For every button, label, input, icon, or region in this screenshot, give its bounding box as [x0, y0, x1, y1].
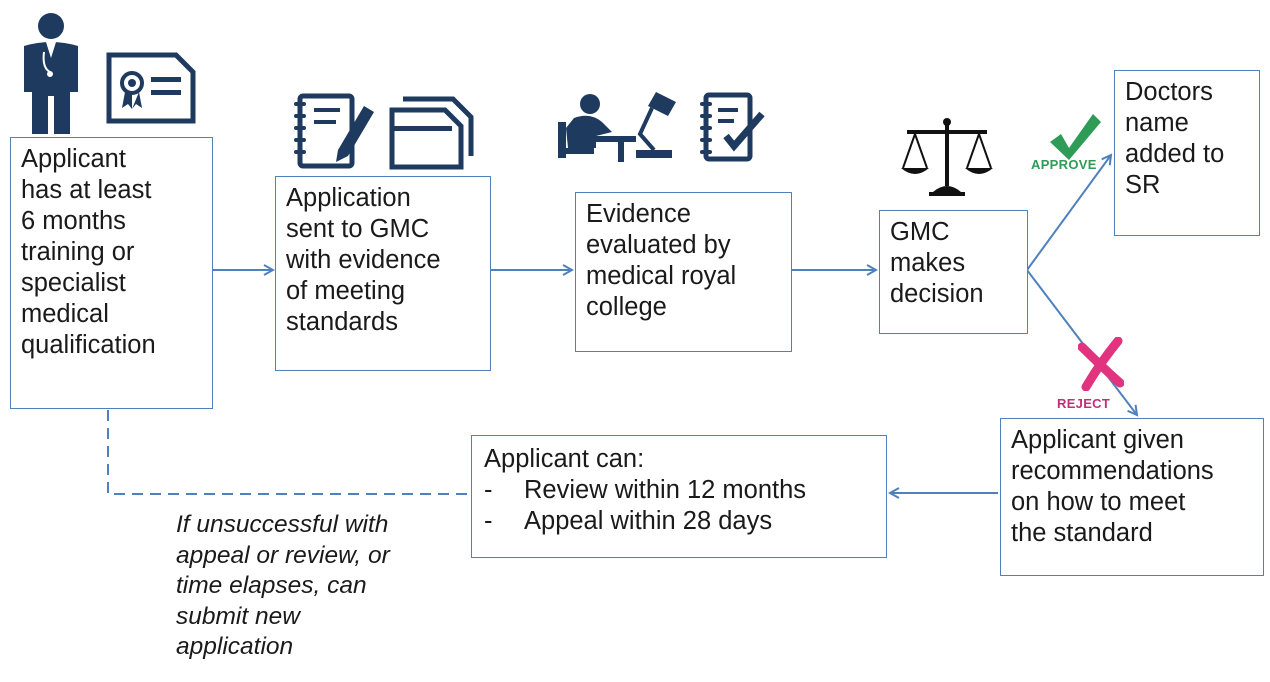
box-line: 6 months [21, 207, 126, 235]
note-line: appeal or review, or [176, 541, 390, 569]
recommendations-box: Applicant given recommendations on how t… [1000, 418, 1264, 576]
application-sent-box: Application sent to GMC with evidence of… [275, 176, 491, 371]
list-item: - Appeal within 28 days [484, 506, 874, 537]
option-text: Review within 12 months [524, 476, 807, 504]
box-line: Doctors [1125, 78, 1213, 106]
evidence-evaluated-box: Evidence evaluated by medical royal coll… [575, 192, 792, 352]
box-line: GMC [890, 218, 950, 246]
options-list: - Review within 12 months - Appeal within … [484, 475, 874, 537]
box-line: on how to meet [1011, 488, 1186, 516]
box-line: standards [286, 308, 398, 336]
note-line: If unsuccessful with [176, 511, 389, 538]
box-line: SR [1125, 171, 1161, 199]
box-line: Application [286, 184, 411, 212]
bullet-dash: - [484, 507, 493, 535]
checkmark-icon [1050, 114, 1101, 160]
box-line: sent to GMC [286, 215, 430, 243]
arrow-decision-to-register [1026, 155, 1111, 271]
options-heading: Applicant can: [484, 445, 645, 473]
box-line: name [1125, 109, 1189, 137]
box-line: with evidence [286, 246, 441, 274]
box-line: has at least [21, 176, 152, 204]
box-line: Evidence [586, 200, 691, 228]
reject-label: REJECT [1057, 396, 1111, 411]
box-line: decision [890, 280, 984, 308]
option-text: Appeal within 28 days [524, 507, 773, 535]
box-line: Applicant given [1011, 426, 1184, 454]
box-line: training or [21, 238, 135, 266]
notebook-pen-icon [294, 93, 374, 169]
box-line: medical royal [586, 262, 737, 290]
scales-icon [901, 118, 993, 196]
box-line: college [586, 293, 667, 321]
box-line: makes [890, 249, 966, 277]
doctor-icon [24, 13, 78, 134]
box-line: Applicant [21, 145, 126, 173]
box-line: specialist [21, 269, 126, 297]
box-line: qualification [21, 331, 156, 359]
box-line: evaluated by [586, 231, 731, 259]
box-line: the standard [1011, 519, 1153, 547]
cross-icon [1078, 337, 1124, 391]
note-line: application [176, 633, 294, 660]
box-line: of meeting [286, 277, 406, 305]
gmc-decision-box: GMC makes decision [879, 210, 1028, 334]
bullet-dash: - [484, 476, 493, 504]
box-line: medical [21, 300, 109, 328]
certificate-icon [106, 52, 196, 124]
box-line: added to [1125, 140, 1225, 168]
box-line: recommendations [1011, 457, 1214, 485]
added-to-register-box: Doctors name added to SR [1114, 70, 1260, 236]
documents-icon [389, 96, 474, 170]
note-line: time elapses, can [176, 572, 367, 599]
applicant-options-box: Applicant can: - Review within 12 months … [471, 435, 887, 558]
resubmit-note: If unsuccessful with appeal or review, o… [176, 510, 390, 663]
dashed-resubmit-line [107, 410, 470, 495]
arrow-decision-to-recommendations [1026, 269, 1137, 415]
person-at-desk-icon [558, 94, 636, 162]
checklist-icon [700, 92, 765, 162]
desk-lamp-icon [636, 92, 676, 158]
list-item: - Review within 12 months [484, 475, 874, 506]
applicant-eligibility-box: Applicant has at least 6 months training… [10, 137, 213, 409]
approve-label: APPROVE [1031, 157, 1097, 172]
note-line: submit new [176, 602, 300, 630]
